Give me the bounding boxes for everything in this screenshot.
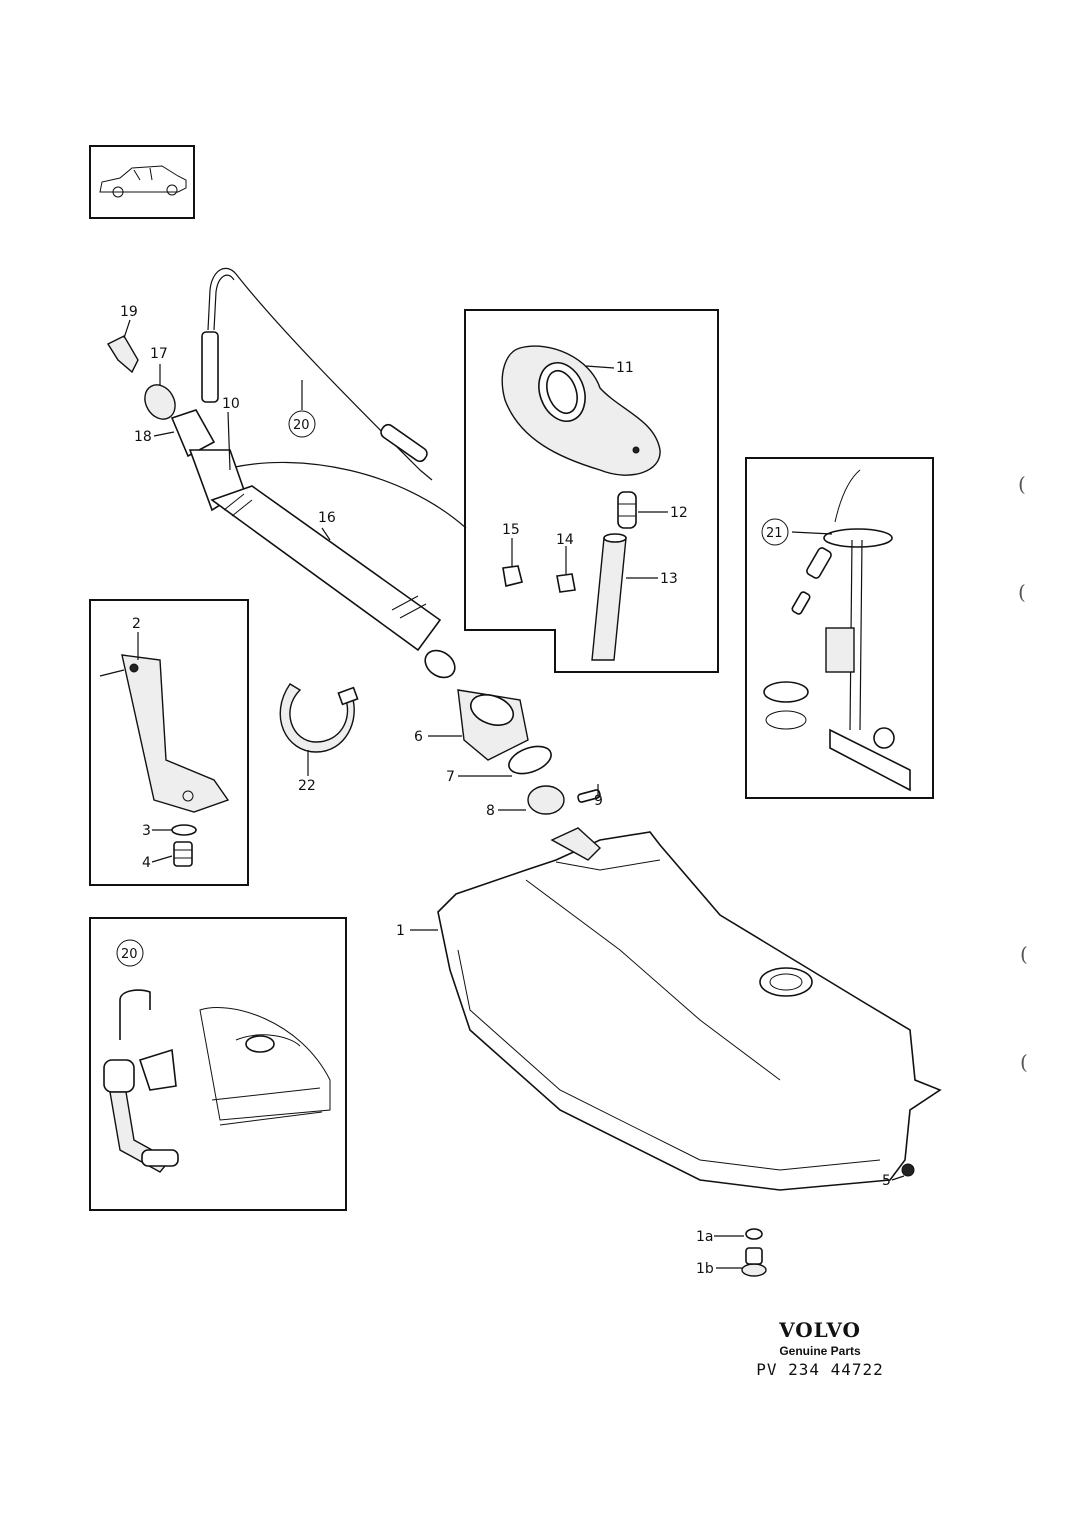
part-labels: 1 1a 1b 2 3 4 5 6 7 8 9 10 11 12 13 14 1… [120,304,891,1277]
label-part-22: 22 [298,778,316,794]
label-part-1a: 1a [696,1229,714,1245]
label-part-12: 12 [670,505,688,521]
vehicle-thumbnail [89,145,195,219]
label-part-18: 18 [134,429,152,445]
margin-mark: ( [1020,942,1028,966]
label-part-20: 20 [293,418,310,433]
label-part-19: 19 [120,304,138,320]
label-part-21: 21 [766,526,783,541]
label-part-3: 3 [142,823,151,839]
label-part-7: 7 [446,769,455,785]
brand-block: VOLVO Genuine Parts PV 234 44722 [740,1318,900,1379]
label-part-2: 2 [132,616,141,632]
label-part-8: 8 [486,803,495,819]
part-number-code: PV 234 44722 [756,1360,884,1379]
label-part-6: 6 [414,729,423,745]
inset-breather [89,917,347,1211]
label-part-20-inset: 20 [121,947,138,962]
label-part-1: 1 [396,923,405,939]
inset-bracket [89,599,249,886]
margin-mark: ( [1020,1050,1028,1074]
label-part-15: 15 [502,522,520,538]
label-part-4: 4 [142,855,151,871]
margin-mark: ( [1018,472,1026,496]
label-part-17: 17 [150,346,168,362]
label-part-14: 14 [556,532,574,548]
leader-lines [99,319,905,1269]
brand-logo: VOLVO [779,1318,861,1342]
filler-pipe-assembly [106,267,467,679]
circled-callouts [116,410,789,967]
label-part-9: 9 [594,793,603,809]
brand-subtitle: Genuine Parts [779,1344,861,1358]
filler-neck-parts [457,689,601,815]
label-part-5: 5 [882,1173,891,1189]
label-part-16: 16 [318,510,336,526]
inset-sender-unit [745,457,934,799]
label-part-13: 13 [660,571,678,587]
label-part-10: 10 [222,396,240,412]
margin-mark: ( [1018,580,1026,604]
hose-clamp-22 [279,683,359,753]
label-part-1b: 1b [696,1261,714,1277]
fuel-tank [437,827,942,1277]
inset-filler-seal [464,309,719,673]
label-part-11: 11 [616,360,634,376]
